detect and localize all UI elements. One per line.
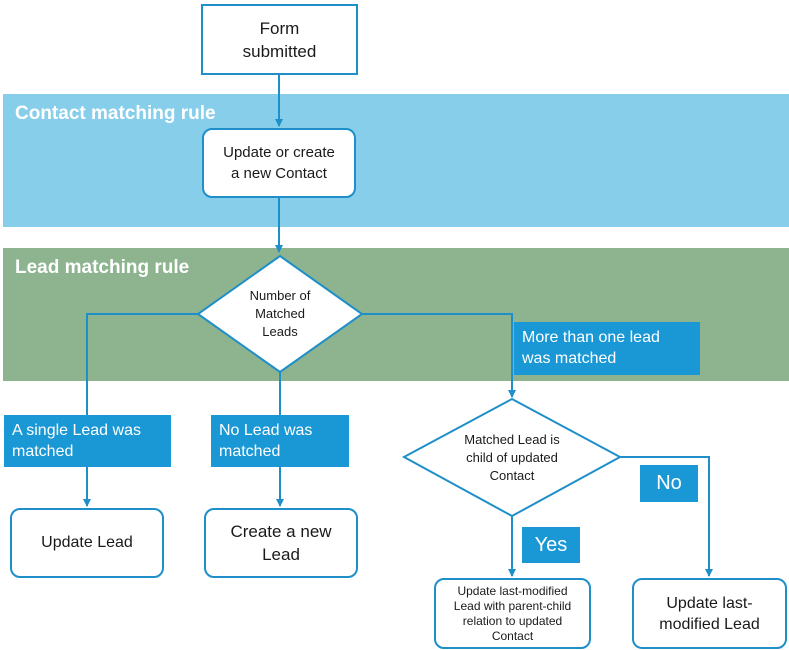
update-last-modified-parent-box: Update last-modified Lead with parent-ch… xyxy=(434,578,591,649)
contact-matching-title: Contact matching rule xyxy=(15,103,216,124)
lead-matching-title: Lead matching rule xyxy=(15,257,190,278)
more-than-one-label: More than one lead was matched xyxy=(514,322,700,375)
contact-matching-band: Contact matching rule xyxy=(3,94,789,227)
update-last-modified-parent-text: Update last-modified Lead with parent-ch… xyxy=(453,583,572,643)
form-submitted-text: Form submitted xyxy=(242,18,317,61)
single-lead-label: A single Lead was matched xyxy=(4,415,171,467)
yes-label: Yes xyxy=(522,527,580,563)
connector-decision-to-update-lead xyxy=(83,313,198,507)
no-lead-label: No Lead was matched xyxy=(211,415,349,467)
matched-lead-child-diamond xyxy=(401,397,623,518)
number-matched-leads-text: Number of Matched Leads xyxy=(249,288,311,339)
form-submitted-box: Form submitted xyxy=(201,4,358,75)
matched-lead-child-text: Matched Lead is child of updated Contact xyxy=(464,432,560,483)
update-last-modified-lead-box: Update last-modified Lead xyxy=(632,578,787,649)
connector-child-check-no xyxy=(620,456,713,577)
update-lead-box: Update Lead xyxy=(10,508,164,578)
create-new-lead-box: Create a new Lead xyxy=(204,508,358,578)
update-lead-text: Update Lead xyxy=(41,534,133,551)
update-last-modified-lead-text: Update last-modified Lead xyxy=(659,594,760,633)
create-new-lead-text: Create a new Lead xyxy=(230,522,332,564)
number-matched-leads-diamond xyxy=(196,254,364,374)
update-create-contact-text: Update or create a new Contact xyxy=(223,144,335,182)
connector-decision-to-child-check xyxy=(362,313,516,398)
no-label: No xyxy=(640,465,698,502)
update-create-contact-box: Update or create a new Contact xyxy=(202,128,356,198)
